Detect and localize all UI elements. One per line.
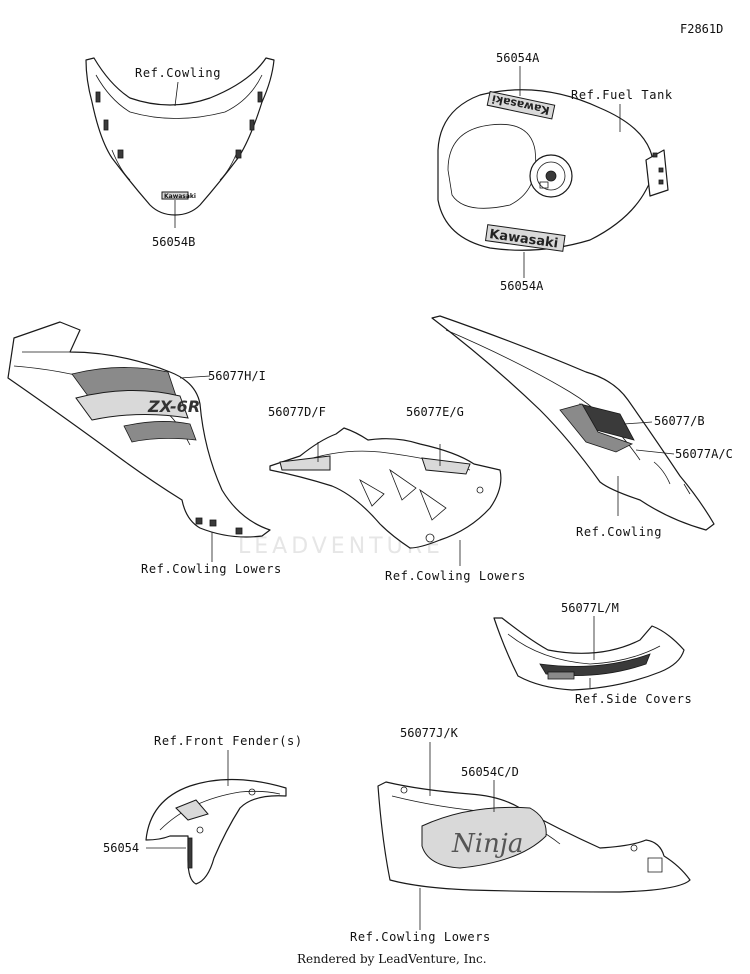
front-fender-stripe <box>187 837 193 869</box>
label-lower-ref: Ref.Cowling Lowers <box>350 930 491 944</box>
left-cowl-model-text: ZX-6R <box>147 397 200 416</box>
fuel-tank-group: Kawasaki Kawasaki 56054A Ref.Fuel Tank 5… <box>437 51 673 293</box>
label-right-cowl-ref: Ref.Cowling <box>576 525 662 539</box>
lower-cowl-ninja-text: Ninja <box>451 829 523 859</box>
label-right-cowl-part-ac: 56077A/C <box>675 447 733 461</box>
label-tank-top-part: 56054A <box>496 51 540 65</box>
center-panel-part <box>269 427 502 549</box>
front-fender-group: Ref.Front Fender(s) 56054 <box>103 734 303 885</box>
label-lower-part-cd: 56054C/D <box>461 765 519 779</box>
credit-text: Rendered by LeadVenture, Inc. <box>297 952 487 966</box>
label-tank-ref: Ref.Fuel Tank <box>571 88 673 102</box>
label-side-cover-part: 56077L/M <box>561 601 619 615</box>
side-cover-decal-logo <box>547 671 575 680</box>
lower-cowl-group: Ninja 56077J/K 56054C/D Ref.Cowling Lowe… <box>350 726 691 944</box>
label-left-cowl-ref: Ref.Cowling Lowers <box>141 562 282 576</box>
label-tank-bottom-part: 56054A <box>500 279 544 293</box>
center-decal-left <box>279 455 331 471</box>
label-left-cowl-part: 56077H/I <box>208 369 266 383</box>
label-windshield-ref: Ref.Cowling <box>135 66 221 80</box>
label-fender-ref: Ref.Front Fender(s) <box>154 734 303 748</box>
side-cover-part <box>493 617 685 691</box>
center-panel-group: 56077D/F 56077E/G Ref.Cowling Lowers <box>268 405 526 583</box>
label-center-left-part: 56077D/F <box>268 405 326 419</box>
right-cowl-decal-ac <box>559 403 634 453</box>
label-right-cowl-part-b: 56077/B <box>654 414 705 428</box>
front-fender-decal <box>175 799 209 821</box>
label-windshield-part: 56054B <box>152 235 195 249</box>
label-center-ref: Ref.Cowling Lowers <box>385 569 526 583</box>
left-cowl-group: ZX-6R 56077H/I Ref.Cowling Lowers <box>7 321 282 576</box>
label-side-cover-ref: Ref.Side Covers <box>575 692 692 706</box>
center-decal-right <box>421 457 471 475</box>
label-lower-part-jk: 56077J/K <box>400 726 459 740</box>
side-cover-group: 56077L/M Ref.Side Covers <box>493 601 692 706</box>
front-fender-part <box>145 778 287 885</box>
right-cowl-group: 56077/B 56077A/C Ref.Cowling <box>431 315 733 539</box>
windshield-decal <box>161 191 189 200</box>
windshield-group: Kawasaki Ref.Cowling 56054B <box>85 57 275 249</box>
windshield-decal-text: Kawasaki <box>164 193 196 200</box>
left-cowl-decal-logo <box>75 389 189 421</box>
label-center-right-part: 56077E/G <box>406 405 464 419</box>
left-cowl-decal-lower <box>123 421 197 443</box>
windshield-part <box>85 57 275 216</box>
figure-code: F2861D <box>680 22 723 36</box>
label-fender-part: 56054 <box>103 841 139 855</box>
lower-cowl-ninja-decal <box>421 806 547 869</box>
